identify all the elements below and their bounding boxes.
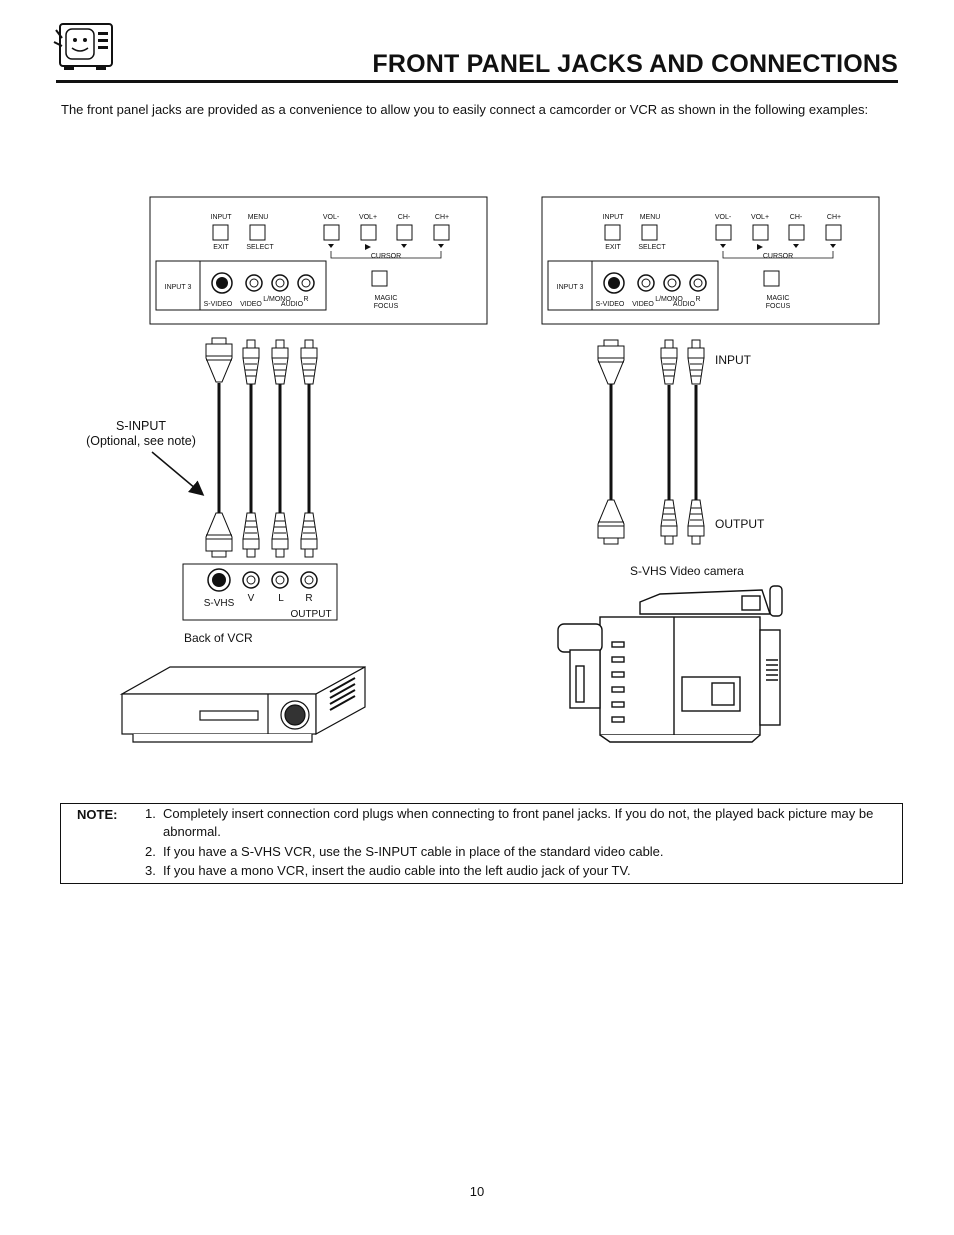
svg-text:MAGIC: MAGIC [375,295,398,302]
svg-text:CH+: CH+ [435,214,449,221]
svg-text:L/MONO: L/MONO [655,296,683,303]
svg-text:AUDIO: AUDIO [673,301,696,308]
svg-text:VOL-: VOL- [323,214,340,221]
front-panel-right: INPUT EXIT MENU SELECT VOL- VOL+ CH- CH+… [541,196,880,325]
svg-text:CH-: CH- [398,214,411,221]
svg-text:VOL+: VOL+ [751,214,769,221]
left-plugs [205,337,318,558]
title-rule [56,80,898,83]
svg-text:CURSOR: CURSOR [371,253,401,260]
svg-text:S-VHS: S-VHS [204,598,235,609]
svg-text:INPUT 3: INPUT 3 [165,284,192,291]
right-plugs [597,339,705,545]
camera-label: S-VHS Video camera [630,564,744,578]
vcr-back-panel: S-VHS V L R OUTPUT [182,563,338,621]
svg-text:R: R [305,593,312,604]
s-input-label: S-INPUT [116,419,166,433]
svg-text:CURSOR: CURSOR [763,253,793,260]
svg-text:R: R [303,296,308,303]
vcr-illustration [119,665,366,743]
svg-text:FOCUS: FOCUS [374,303,399,310]
svg-text:MAGIC: MAGIC [767,295,790,302]
output-label: OUTPUT [715,517,765,531]
svg-text:INPUT 3: INPUT 3 [557,284,584,291]
svg-text:S-VIDEO: S-VIDEO [596,301,625,308]
svg-text:EXIT: EXIT [605,244,621,251]
svg-text:V: V [248,593,255,604]
page-number: 10 [469,1184,485,1199]
note-item: 2.If you have a S-VHS VCR, use the S-INP… [145,844,664,859]
svg-text:SELECT: SELECT [638,244,666,251]
svg-text:EXIT: EXIT [213,244,229,251]
svg-text:OUTPUT: OUTPUT [290,609,331,620]
svg-text:VIDEO: VIDEO [240,301,262,308]
svg-text:VOL+: VOL+ [359,214,377,221]
note-label: NOTE: [77,807,118,822]
note-box: NOTE: 1.Completely insert connection cor… [60,803,903,884]
svg-text:INPUT: INPUT [603,214,625,221]
back-of-vcr-label: Back of VCR [184,631,253,645]
svg-text:L/MONO: L/MONO [263,296,291,303]
svg-text:CH-: CH- [790,214,803,221]
svg-text:MENU: MENU [248,214,269,221]
svg-text:VOL-: VOL- [715,214,732,221]
camcorder-illustration [557,585,783,743]
input-label: INPUT [715,353,752,367]
svg-text:VIDEO: VIDEO [632,301,654,308]
note-item: 1.Completely insert connection cord plug… [145,806,874,839]
svg-text:MENU: MENU [640,214,661,221]
svg-text:R: R [695,296,700,303]
note-item: 3.If you have a mono VCR, insert the aud… [145,863,631,878]
svg-text:S-VIDEO: S-VIDEO [204,301,233,308]
svg-text:L: L [278,593,284,604]
svg-text:SELECT: SELECT [246,244,274,251]
connection-diagram: INPUT EXIT MENU SELECT VOL- VOL+ CH- CH+… [86,196,880,743]
svg-text:INPUT: INPUT [211,214,233,221]
left-cables [217,383,311,513]
s-input-arrow [151,451,205,496]
svg-text:FOCUS: FOCUS [766,303,791,310]
s-input-note: (Optional, see note) [86,434,196,448]
tv-mascot-icon [53,23,113,70]
intro-paragraph: The front panel jacks are provided as a … [61,102,869,117]
right-cables [609,383,698,500]
svg-text:CH+: CH+ [827,214,841,221]
page-title: FRONT PANEL JACKS AND CONNECTIONS [372,50,898,78]
front-panel-left: INPUT EXIT MENU SELECT VOL- VOL+ CH- CH+… [149,196,488,325]
svg-text:AUDIO: AUDIO [281,301,304,308]
